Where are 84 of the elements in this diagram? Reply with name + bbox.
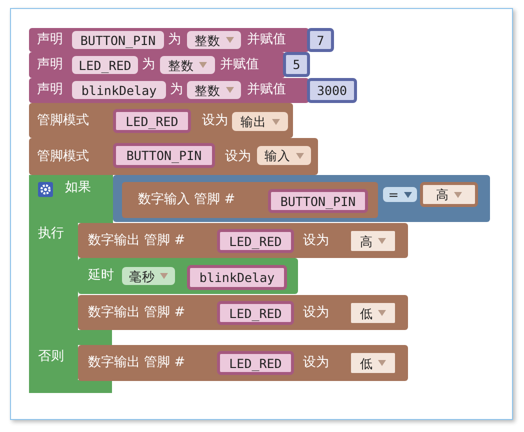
dropdown-value: 输出 xyxy=(240,114,266,129)
variable-block xyxy=(187,265,287,290)
code-block xyxy=(29,78,309,103)
code-block xyxy=(29,103,293,138)
variable-name: LED_RED xyxy=(229,234,282,248)
variable-block xyxy=(217,229,294,253)
block-label: 数字输入 管脚 # xyxy=(138,192,236,208)
value-dropdown-block xyxy=(348,228,398,254)
block-label: 数字输出 管脚 # xyxy=(88,305,186,321)
dropdown-field xyxy=(122,267,175,285)
variable-name: BUTTON_PIN xyxy=(126,148,202,163)
dropdown-value: 整数 xyxy=(194,32,220,48)
value-dropdown-block xyxy=(348,300,398,326)
variable-name: BUTTON_PIN xyxy=(80,32,156,48)
block-label: 为 xyxy=(170,82,183,98)
dropdown-value: = xyxy=(388,187,399,202)
variable-field xyxy=(72,31,164,49)
code-block xyxy=(78,295,408,330)
comparison-block xyxy=(113,175,490,222)
code-block xyxy=(78,345,408,381)
variable-field xyxy=(72,81,166,99)
dropdown-value: 高 xyxy=(436,187,449,202)
variable-name: LED_RED xyxy=(126,114,178,128)
if-else-block xyxy=(29,175,113,393)
code-block xyxy=(78,223,408,258)
block-label: 管脚模式 xyxy=(37,149,89,165)
block-label: 否则 xyxy=(38,349,64,365)
number-block xyxy=(283,52,310,77)
number-value: 3000 xyxy=(316,83,348,98)
variable-field xyxy=(72,56,138,74)
number-block xyxy=(307,78,357,103)
variable-name: LED_RED xyxy=(229,306,282,320)
block-label: 数字输出 管脚 # xyxy=(88,233,186,249)
block-label: 设为 xyxy=(202,113,228,129)
block-label: 管脚模式 xyxy=(37,113,89,129)
dropdown-field xyxy=(187,81,241,99)
dropdown-field xyxy=(383,187,417,202)
value-dropdown-block xyxy=(420,182,478,207)
dropdown-field xyxy=(187,31,241,49)
dropdown-value: 输入 xyxy=(264,148,290,163)
variable-name: blinkDelay xyxy=(81,82,157,98)
variable-block xyxy=(113,143,215,168)
variable-block xyxy=(217,351,294,375)
block-label: 声明 xyxy=(37,57,63,73)
block-label: 声明 xyxy=(37,82,63,98)
dropdown-value: 低 xyxy=(360,306,373,320)
variable-name: LED_RED xyxy=(78,58,132,72)
block-label: 为 xyxy=(168,32,181,48)
block-label: 如果 xyxy=(65,180,91,196)
block-label: 并赋值 xyxy=(247,82,286,98)
block-label: 数字输出 管脚 # xyxy=(88,355,186,371)
dropdown-value: 毫秒 xyxy=(129,268,155,284)
number-value: 7 xyxy=(316,32,324,48)
dropdown-value: 高 xyxy=(360,234,373,248)
variable-name: blinkDelay xyxy=(199,270,275,285)
code-block xyxy=(78,258,298,294)
dropdown-value: 整数 xyxy=(194,82,220,98)
block-label: 设为 xyxy=(225,149,251,165)
block-label: 设为 xyxy=(303,355,329,371)
value-dropdown-block xyxy=(348,350,398,376)
number-value: 5 xyxy=(292,57,300,72)
block-label: 为 xyxy=(142,57,155,73)
variable-name: LED_RED xyxy=(229,356,282,370)
dropdown-field xyxy=(232,112,288,131)
dropdown-value: 整数 xyxy=(168,58,194,72)
variable-block xyxy=(268,189,368,213)
block-label: 延时 xyxy=(88,268,114,284)
number-block xyxy=(307,28,334,52)
block-label: 并赋值 xyxy=(247,32,286,48)
variable-block xyxy=(113,109,191,133)
dropdown-field xyxy=(160,56,215,74)
code-block xyxy=(29,28,309,52)
variable-block xyxy=(217,301,294,325)
code-block xyxy=(29,52,285,78)
code-block xyxy=(122,182,378,218)
block-label: 声明 xyxy=(37,32,63,48)
block-label: 设为 xyxy=(303,305,329,321)
variable-name: BUTTON_PIN xyxy=(280,194,356,208)
dropdown-field xyxy=(257,146,311,165)
block-label: 执行 xyxy=(38,226,64,242)
block-label: 并赋值 xyxy=(220,57,259,73)
code-block xyxy=(29,138,318,175)
block-label: 设为 xyxy=(303,233,329,249)
dropdown-value: 低 xyxy=(360,356,373,370)
